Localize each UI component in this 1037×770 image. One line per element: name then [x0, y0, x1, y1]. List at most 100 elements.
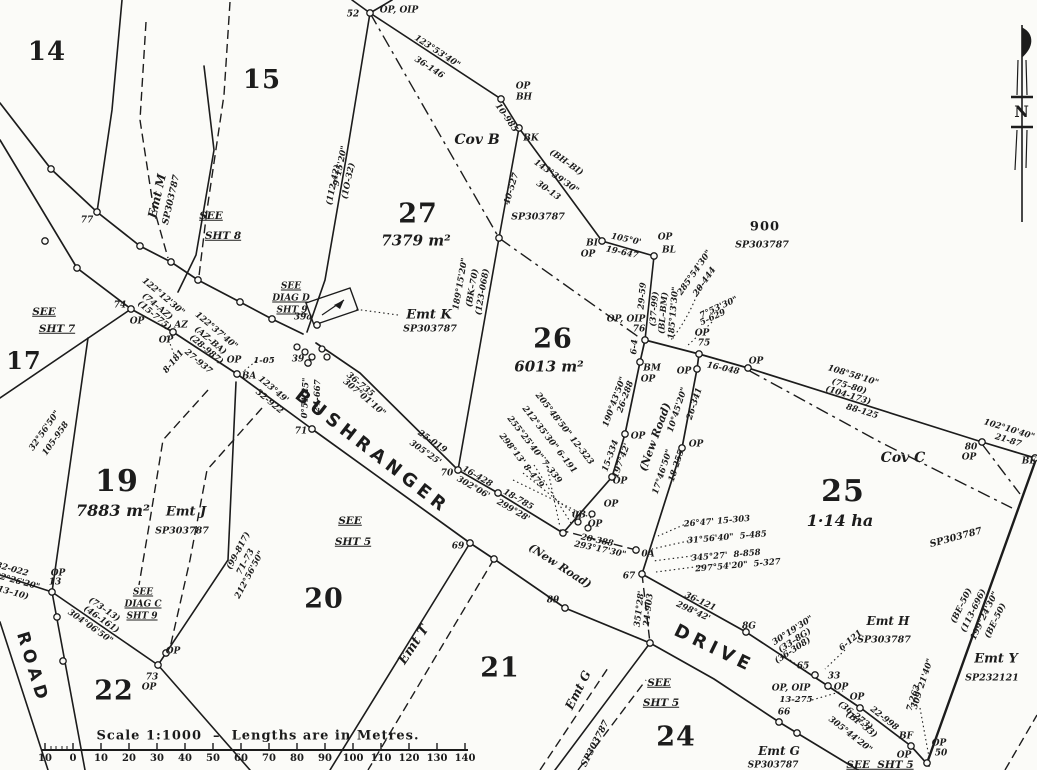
scale-tick-10: 90 — [318, 753, 332, 764]
emt-j-sp: SP303787 — [155, 525, 209, 537]
mark-bm: BM — [643, 363, 661, 374]
dist-13275: 13-275 — [779, 694, 813, 705]
mark-az-op: OP — [129, 316, 145, 327]
ref-sht5b-see: SEE — [647, 676, 671, 689]
mark-bi: BI — [586, 238, 598, 249]
mark-73-op: OP — [141, 682, 157, 693]
sp-25: SP303787 — [928, 525, 984, 551]
scale-tick-1: 0 — [69, 753, 77, 764]
ref-sht8: SHT 8 — [204, 229, 242, 242]
mark-op-e1: OP — [688, 439, 704, 450]
scale-tick-6: 50 — [206, 753, 220, 764]
scale-tick-15: 140 — [454, 753, 476, 764]
lot-22: 22 — [94, 675, 134, 707]
mark-op-r: OP — [748, 356, 764, 367]
mark-39: 39 — [291, 354, 305, 365]
lot-17: 17 — [6, 346, 42, 375]
mark-op-w2: OP — [612, 476, 628, 487]
mark-80: 80 — [964, 442, 978, 453]
mark-0b-op2: OP — [603, 499, 619, 510]
mark-bh: BH — [515, 92, 533, 103]
area-25: 1·14 ha — [806, 511, 874, 530]
mark-50: 50 — [934, 748, 948, 759]
easement-k-box — [305, 287, 359, 326]
mark-az-op2: OP — [158, 335, 174, 346]
mark-bl: BL — [662, 245, 676, 256]
mark-be: BE — [1021, 456, 1037, 467]
mark-bi-op: OP — [580, 249, 596, 260]
lot-24: 24 — [656, 721, 696, 753]
mark-52: 52 — [346, 9, 360, 20]
dist-3971: 24-667 — [312, 379, 324, 413]
lot-27: 27 — [398, 198, 438, 230]
ref-diagd: DIAG D — [272, 293, 310, 304]
area-19: 7883 m² — [75, 501, 151, 520]
mark-50-op: OP — [931, 738, 947, 749]
ref-sht5a: SHT 5 — [334, 535, 372, 548]
cov-b: Cov B — [454, 132, 500, 148]
mark-bm-op: OP — [640, 374, 656, 385]
ref-sht7-see: SEE — [32, 305, 56, 318]
mark-75: 75 — [697, 338, 711, 349]
emt-y-sp: SP232121 — [965, 672, 1019, 684]
mark-8g: 8G — [742, 621, 756, 632]
dist-75op: 16-048 — [705, 360, 741, 378]
mark-71: 71 — [294, 426, 308, 437]
mark-65-op: OP, OIP — [771, 683, 811, 694]
dist-bhbk: 10-985 — [492, 101, 520, 135]
mark-76-op: OP, OIP — [606, 314, 646, 325]
lot-26: 26 — [533, 323, 573, 355]
mark-33-op: OP — [833, 682, 849, 693]
scale-tick-12: 110 — [370, 753, 392, 764]
ref-diagc-sht: SHT 9 — [126, 611, 158, 622]
scale-bar — [42, 743, 468, 751]
mark-52-op: OP, OIP — [379, 5, 419, 16]
scale-tick-3: 20 — [122, 753, 136, 764]
mark-39a: 39a — [293, 312, 313, 323]
mark-73: 73 — [145, 672, 159, 683]
dist-bibl: 19-647 — [604, 244, 640, 262]
emt-h-sp: SP303787 — [857, 634, 911, 646]
mark-13-op: OP — [50, 568, 66, 579]
sp-covb: SP303787 — [511, 211, 565, 223]
mark-70: 70 — [440, 468, 454, 479]
emt-t: Emt T — [395, 622, 433, 668]
dist-blbm: 29-59 — [636, 282, 649, 310]
sp-900: SP303787 — [735, 239, 789, 251]
area-27: 7379 m² — [381, 231, 451, 250]
ref-sht5b: SHT 5 — [642, 696, 680, 709]
mark-bf-op: OP — [896, 750, 912, 761]
mark-0a: 0A — [641, 549, 655, 560]
brg-bibl: 105°0' — [610, 231, 643, 248]
mark-az: AZ — [174, 320, 188, 331]
lot-14: 14 — [27, 37, 67, 67]
emt-g1: Emt G — [562, 668, 594, 712]
mark-75-op: OP — [694, 328, 710, 339]
ref-sht5a-see: SEE — [338, 514, 362, 527]
scale-tick-7: 60 — [234, 753, 248, 764]
lot-25: 25 — [821, 474, 865, 509]
lot-19: 19 — [95, 464, 139, 499]
mark-op-73b: OP — [165, 646, 181, 657]
lot-20: 20 — [304, 583, 344, 615]
mark-80-op: OP — [961, 452, 977, 463]
ref-diagc: DIAG C — [124, 599, 162, 610]
dist-8181: 8-181 — [161, 348, 187, 376]
lot-21: 21 — [480, 652, 520, 684]
dist-76bm: 6-4 — [629, 338, 641, 356]
emt-y: Emt Y — [974, 651, 1018, 667]
mark-77: 77 — [80, 215, 94, 226]
emt-k: Emt K — [406, 307, 452, 323]
mark-66: 66 — [777, 707, 791, 718]
north-arrow-icon — [1011, 25, 1033, 222]
dotted-leaders — [166, 286, 930, 758]
dist-7580: 88-125 — [844, 402, 880, 422]
mark-bh-op: OP — [515, 81, 531, 92]
scale-tick-11: 100 — [342, 753, 364, 764]
scale-tick-4: 30 — [150, 753, 164, 764]
dist-105: 1-05 — [253, 355, 275, 366]
ref-sht5c: SEE SHT 5 — [846, 758, 914, 770]
